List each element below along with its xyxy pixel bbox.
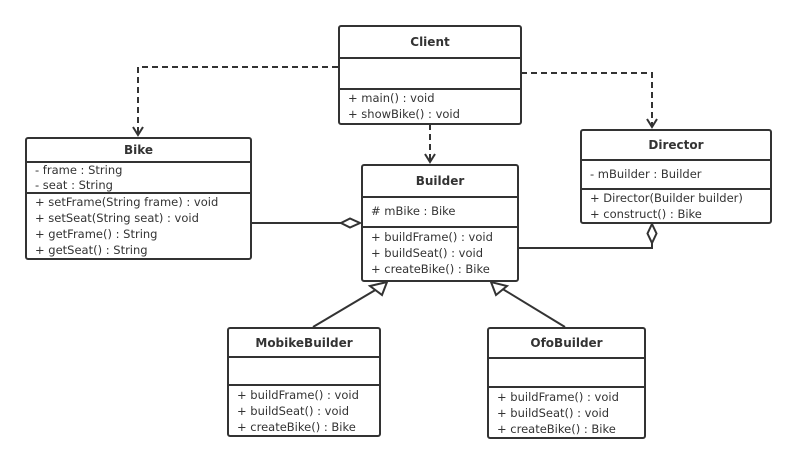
methods-section: + setFrame(String frame) : void + setSea…	[27, 194, 250, 258]
method: + buildSeat() : void	[497, 406, 609, 420]
class-bike[interactable]: Bike - frame : String - seat : String + …	[25, 137, 252, 260]
method: + buildFrame() : void	[497, 390, 619, 404]
class-ofo-builder[interactable]: OfoBuilder + buildFrame() : void + build…	[487, 327, 646, 439]
method: + createBike() : Bike	[497, 422, 616, 436]
methods-section: + buildFrame() : void + buildSeat() : vo…	[229, 386, 379, 435]
method: + Director(Builder builder)	[590, 191, 743, 205]
method: + buildFrame() : void	[371, 230, 493, 244]
class-mobike-builder[interactable]: MobikeBuilder + buildFrame() : void + bu…	[227, 327, 381, 437]
attributes-section: # mBike : Bike	[363, 198, 517, 228]
method: + buildFrame() : void	[237, 388, 359, 402]
class-name: MobikeBuilder	[229, 329, 379, 359]
methods-section: + main() : void + showBike() : void	[340, 90, 520, 123]
class-director[interactable]: Director - mBuilder : Builder + Director…	[580, 129, 772, 224]
method: + getFrame() : String	[35, 227, 158, 241]
method: + construct() : Bike	[590, 206, 702, 221]
class-client[interactable]: Client + main() : void + showBike() : vo…	[338, 25, 522, 125]
methods-section: + Director(Builder builder) + construct(…	[582, 190, 770, 222]
method: + showBike() : void	[348, 106, 460, 121]
attributes-section	[489, 359, 644, 388]
method: + setSeat(String seat) : void	[35, 211, 199, 225]
attributes-section	[340, 59, 520, 90]
method: + setFrame(String frame) : void	[35, 195, 219, 209]
method: + createBike() : Bike	[237, 420, 356, 434]
attributes-section	[229, 358, 379, 386]
aggregation-builder-director	[518, 221, 658, 249]
dependency-client-director	[521, 72, 658, 129]
attribute: - mBuilder : Builder	[590, 166, 702, 181]
attributes-section: - frame : String - seat : String	[27, 163, 250, 194]
method: + main() : void	[348, 91, 435, 105]
attribute: # mBike : Bike	[371, 204, 456, 219]
generalization-mobike-builder	[312, 280, 389, 328]
dependency-client-bike	[132, 66, 338, 137]
attributes-section: - mBuilder : Builder	[582, 161, 770, 190]
class-name: Client	[340, 27, 520, 59]
generalization-ofo-builder	[489, 280, 566, 328]
method: + createBike() : Bike	[371, 262, 490, 276]
attribute: - seat : String	[35, 177, 113, 192]
class-name: Director	[582, 131, 770, 162]
method: + buildSeat() : void	[371, 246, 483, 260]
class-name: Builder	[363, 166, 517, 198]
attribute: - frame : String	[35, 162, 123, 177]
method: + buildSeat() : void	[237, 404, 349, 418]
dependency-client-builder	[424, 124, 436, 164]
class-name: OfoBuilder	[489, 329, 644, 360]
aggregation-bike-builder	[251, 217, 363, 229]
methods-section: + buildFrame() : void + buildSeat() : vo…	[489, 388, 644, 437]
class-builder[interactable]: Builder # mBike : Bike + buildFrame() : …	[361, 164, 519, 282]
class-name: Bike	[27, 139, 250, 163]
methods-section: + buildFrame() : void + buildSeat() : vo…	[363, 228, 517, 280]
method: + getSeat() : String	[35, 243, 148, 257]
